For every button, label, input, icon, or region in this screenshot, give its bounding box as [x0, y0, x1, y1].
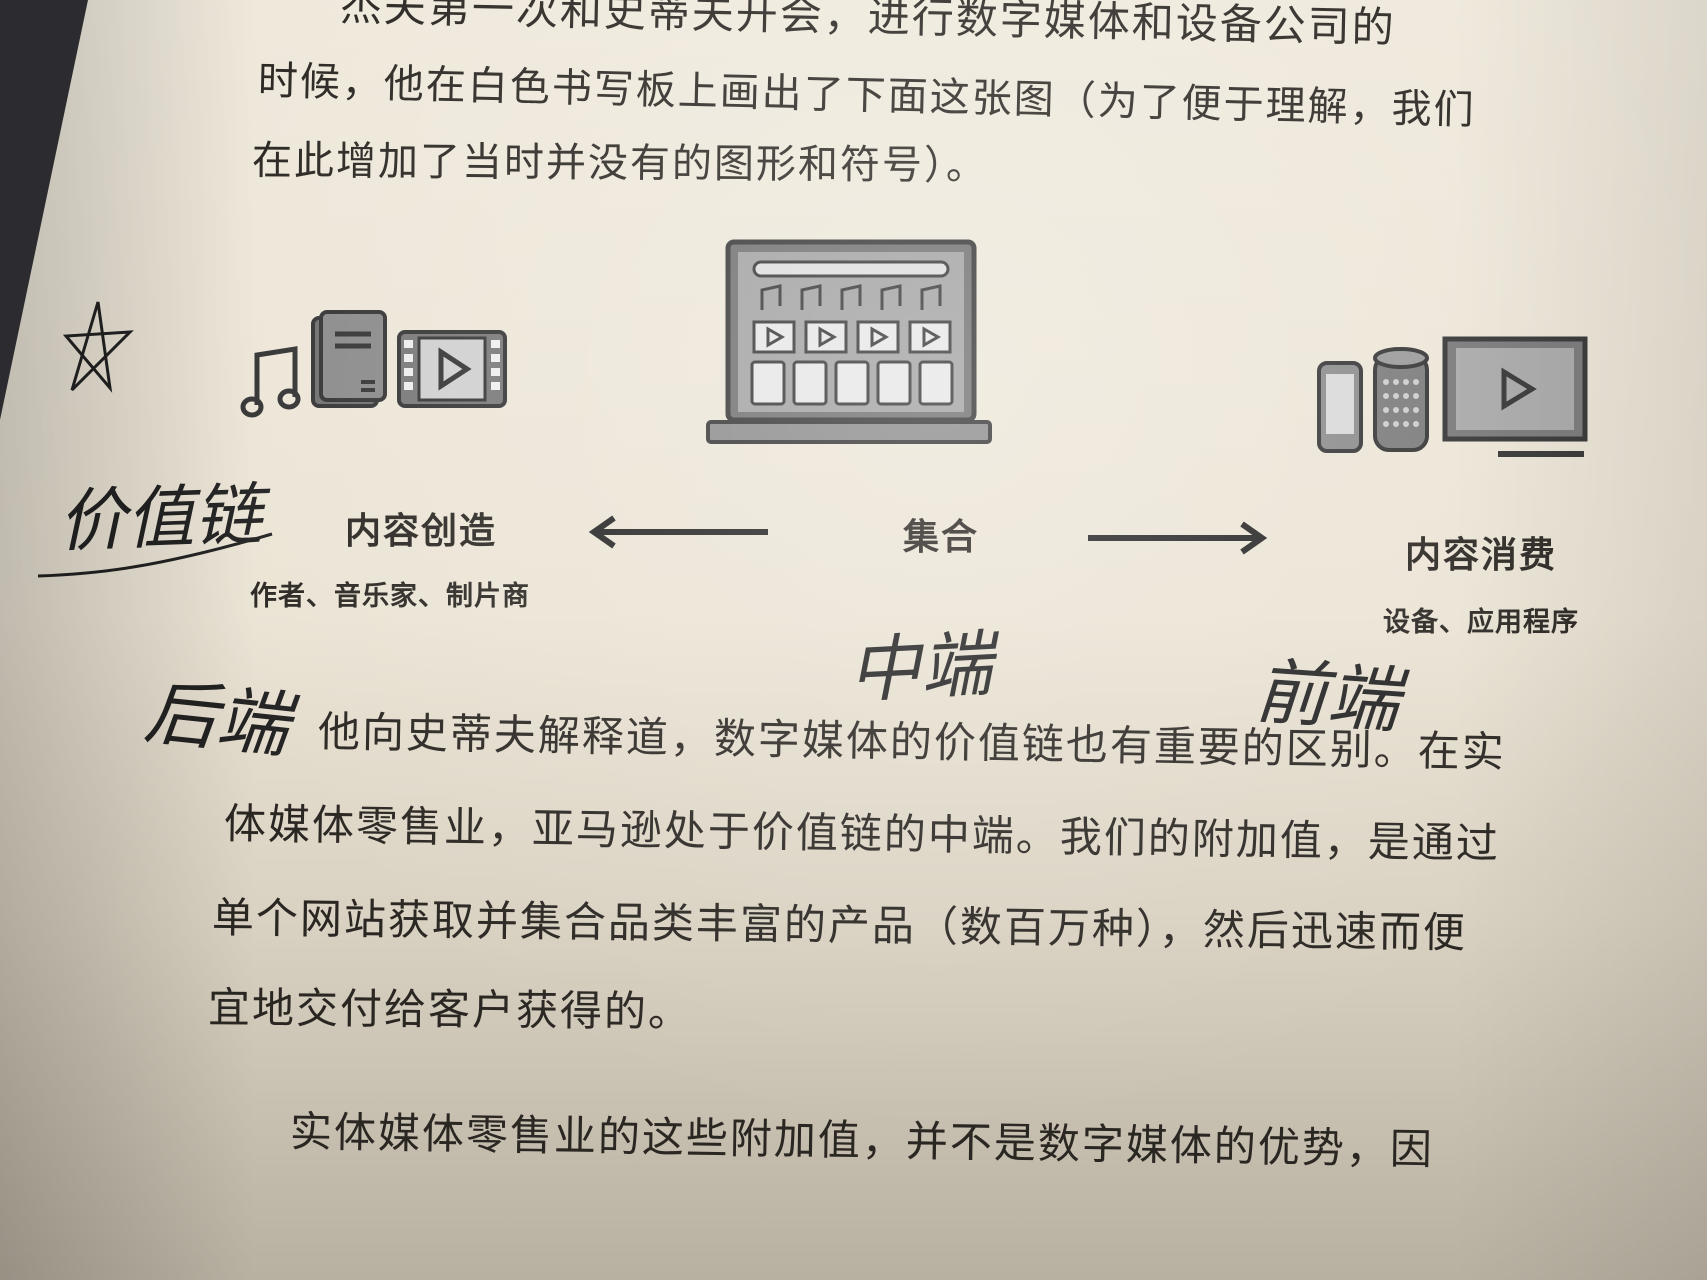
- text-line-7: 宜地交付给客户获得的。: [207, 983, 693, 1037]
- text-line-6: 单个网站获取并集合品类丰富的产品（数百万种），然后迅速而便: [211, 893, 1468, 958]
- tv-icon: [1442, 336, 1588, 457]
- music-note-icon: [240, 346, 301, 418]
- aggregation-label: 集合: [903, 517, 980, 558]
- text-line-2: 时候，他在白色书写板上画出了下面这张图（为了便于理解，我们: [257, 58, 1477, 134]
- phone-icon: [1317, 361, 1363, 453]
- handwritten-underline: [37, 532, 273, 578]
- arrow-left-icon: [588, 515, 768, 549]
- content-creation-subtitle: 作者、音乐家、制片商: [250, 581, 530, 612]
- handwritten-middle: 中端: [846, 621, 995, 713]
- handwritten-back-end: 后端: [140, 669, 293, 768]
- text-line-1: 杰夫第一次和史蒂夫开会，进行数字媒体和设备公司的: [339, 0, 1397, 53]
- content-creation-label: 内容创造: [345, 511, 498, 552]
- text-line-5: 体媒体零售业，亚马逊处于价值链的中端。我们的附加值，是通过: [223, 799, 1501, 869]
- text-line-8: 实体媒体零售业的这些附加值，并不是数字媒体的优势，因: [289, 1107, 1435, 1174]
- book-icon: [311, 310, 387, 408]
- arrow-right-icon: [1088, 521, 1268, 555]
- content-consumption-label: 内容消费: [1405, 535, 1558, 576]
- star-doodle-icon: [62, 301, 134, 393]
- text-line-3: 在此增加了当时并没有的图形和符号）。: [251, 138, 989, 190]
- smart-speaker-icon: [1373, 347, 1429, 452]
- laptop-icon: [706, 239, 992, 444]
- video-play-icon: [397, 330, 507, 408]
- content-consumption-subtitle: 设备、应用程序: [1383, 607, 1579, 638]
